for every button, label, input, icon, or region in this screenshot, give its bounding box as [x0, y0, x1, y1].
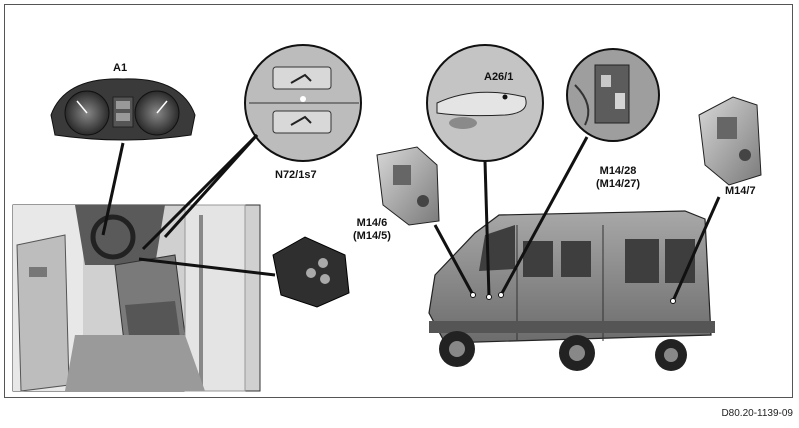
rear-door-lock: [698, 96, 762, 186]
leader-a26: [483, 160, 491, 298]
leader-m14-6: [433, 224, 475, 296]
label-m14-7: M14/7: [725, 185, 756, 197]
illustration: [12, 44, 762, 392]
leader-m14-28: [499, 136, 589, 296]
label-m14-6: M14/6 (M14/5): [353, 217, 391, 243]
leader-a1: [101, 142, 125, 236]
leader-m14-7: [671, 196, 721, 302]
label-m14-28: M14/28 (M14/27): [596, 165, 640, 191]
leader-dots: [470, 292, 676, 304]
label-m14-6-line1: M14/6: [356, 217, 388, 229]
label-a26-1: A26/1: [484, 71, 514, 83]
reference-code: D80.20-1139-09: [721, 408, 793, 419]
key-fob: [272, 236, 350, 308]
handle-closeup: [426, 44, 544, 162]
leader-switch-b: [163, 133, 259, 239]
label-m14-5-line2: (M14/5): [353, 230, 391, 242]
instrument-cluster: [50, 78, 196, 141]
front-door-lock: [376, 146, 440, 226]
lock-closeup: [566, 48, 660, 142]
switch-closeup: [244, 44, 362, 162]
van-illustration: [428, 210, 715, 371]
label-a1: A1: [113, 62, 128, 74]
leader-keyfob: [138, 257, 276, 277]
label-m14-27-line2: (M14/27): [596, 178, 641, 190]
leader-lines: [101, 133, 721, 302]
diagram-frame: A1 N72/1s7 A26/1 M14/28 (M14/27) M14/6 (…: [4, 4, 793, 398]
interior-panel: [12, 204, 261, 392]
label-n72-1s7: N72/1s7: [275, 169, 317, 181]
label-m14-28-line1: M14/28: [599, 165, 637, 177]
